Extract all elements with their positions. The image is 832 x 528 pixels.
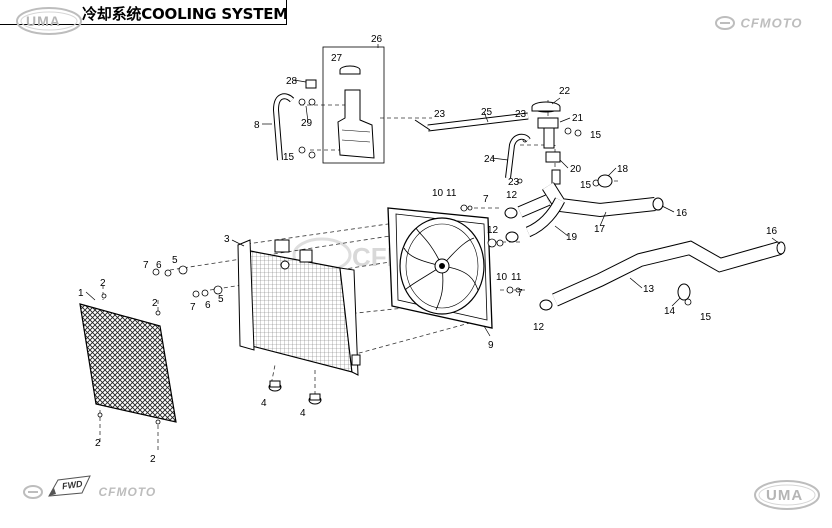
callout-20: 20: [570, 164, 582, 175]
callout-2: 2: [150, 454, 156, 465]
callout-11: 11: [446, 188, 457, 199]
cfmoto-logo-text: CFMOTO: [98, 484, 157, 499]
callout-7: 7: [483, 194, 489, 205]
callout-18: 18: [617, 164, 629, 175]
callout-23: 23: [515, 109, 527, 120]
callout-11: 11: [511, 272, 522, 283]
callout-10: 10: [432, 188, 444, 199]
callout-25: 25: [481, 107, 493, 118]
overflow-hose: [273, 94, 294, 161]
callout-9: 9: [488, 340, 494, 351]
callout-26: 26: [371, 34, 383, 45]
breather-hose: [427, 113, 529, 131]
callout-15: 15: [283, 152, 295, 163]
part-callouts: 1 2 2 2 2 3 4 4 5 5 6 6 7 7 7 7 8 9 10 1…: [78, 34, 778, 465]
callout-19: 19: [566, 232, 578, 243]
uma-logo-icon: [16, 7, 82, 35]
uma-logo-text: UMA: [766, 487, 804, 504]
callout-21: 21: [572, 113, 584, 124]
callout-6: 6: [156, 260, 162, 271]
callout-10: 10: [496, 272, 508, 283]
callout-17: 17: [594, 224, 606, 235]
callout-7: 7: [190, 302, 196, 313]
callout-leaders: [85, 44, 781, 337]
callout-15: 15: [590, 130, 602, 141]
bypass-hose: [526, 197, 565, 237]
callout-15: 15: [580, 180, 592, 191]
uma-logo-text: UMA: [26, 13, 61, 29]
callout-23: 23: [508, 177, 520, 188]
coolant-reservoir-box: [305, 46, 385, 164]
callout-2: 2: [152, 298, 158, 309]
callout-6: 6: [205, 300, 211, 311]
callout-12: 12: [487, 225, 499, 236]
cfmoto-logo-bottom-left: CFMOTO: [22, 483, 156, 501]
callout-23: 23: [434, 109, 446, 120]
lower-radiator-hose: [552, 241, 782, 306]
callout-24: 24: [484, 154, 496, 165]
cfmoto-logo-top-right: CFMOTO: [714, 14, 803, 32]
callout-16: 16: [766, 226, 778, 237]
callout-2: 2: [95, 438, 101, 449]
cooling-fan-assembly: [387, 207, 493, 329]
uma-logo-top-left: UMA: [14, 6, 84, 41]
callout-27: 27: [331, 53, 343, 64]
filler-neck-and-cap: [531, 101, 561, 185]
upper-radiator-hose: [542, 182, 656, 217]
callout-14: 14: [664, 306, 676, 317]
radiator-grommets: [268, 380, 322, 405]
uma-logo-bottom-right: UMA: [752, 478, 822, 517]
callout-29: 29: [301, 118, 313, 129]
title-box: 冷却系统COOLING SYSTEM: [0, 0, 289, 25]
filler-neck-hose: [506, 134, 530, 179]
callout-16: 16: [676, 208, 688, 219]
callout-5: 5: [172, 255, 178, 266]
callout-4: 4: [261, 398, 267, 409]
page-title: 冷却系统COOLING SYSTEM: [82, 5, 289, 23]
fwd-arrow-icon: [48, 475, 91, 497]
cfmoto-emblem-icon: [715, 15, 735, 30]
cfmoto-emblem-icon: [23, 484, 43, 499]
radiator-screen: [79, 303, 177, 423]
callout-5: 5: [218, 294, 224, 305]
cfmoto-logo-text: CFMOTO: [740, 15, 803, 31]
callout-7: 7: [143, 260, 149, 271]
callout-22: 22: [559, 86, 571, 97]
callout-8: 8: [254, 120, 260, 131]
radiator: [237, 239, 361, 376]
callout-4: 4: [300, 408, 306, 419]
callout-13: 13: [643, 284, 655, 295]
uma-logo-icon: [754, 480, 820, 510]
callout-12: 12: [506, 190, 518, 201]
callout-28: 28: [286, 76, 298, 87]
callout-1: 1: [78, 288, 84, 299]
callout-7: 7: [517, 288, 523, 299]
callout-2: 2: [100, 278, 106, 289]
callout-15: 15: [700, 312, 712, 323]
callout-3: 3: [224, 234, 230, 245]
hose-clamps: [504, 174, 691, 311]
callout-12: 12: [533, 322, 545, 333]
fwd-arrow-badge: FWD: [46, 474, 96, 505]
